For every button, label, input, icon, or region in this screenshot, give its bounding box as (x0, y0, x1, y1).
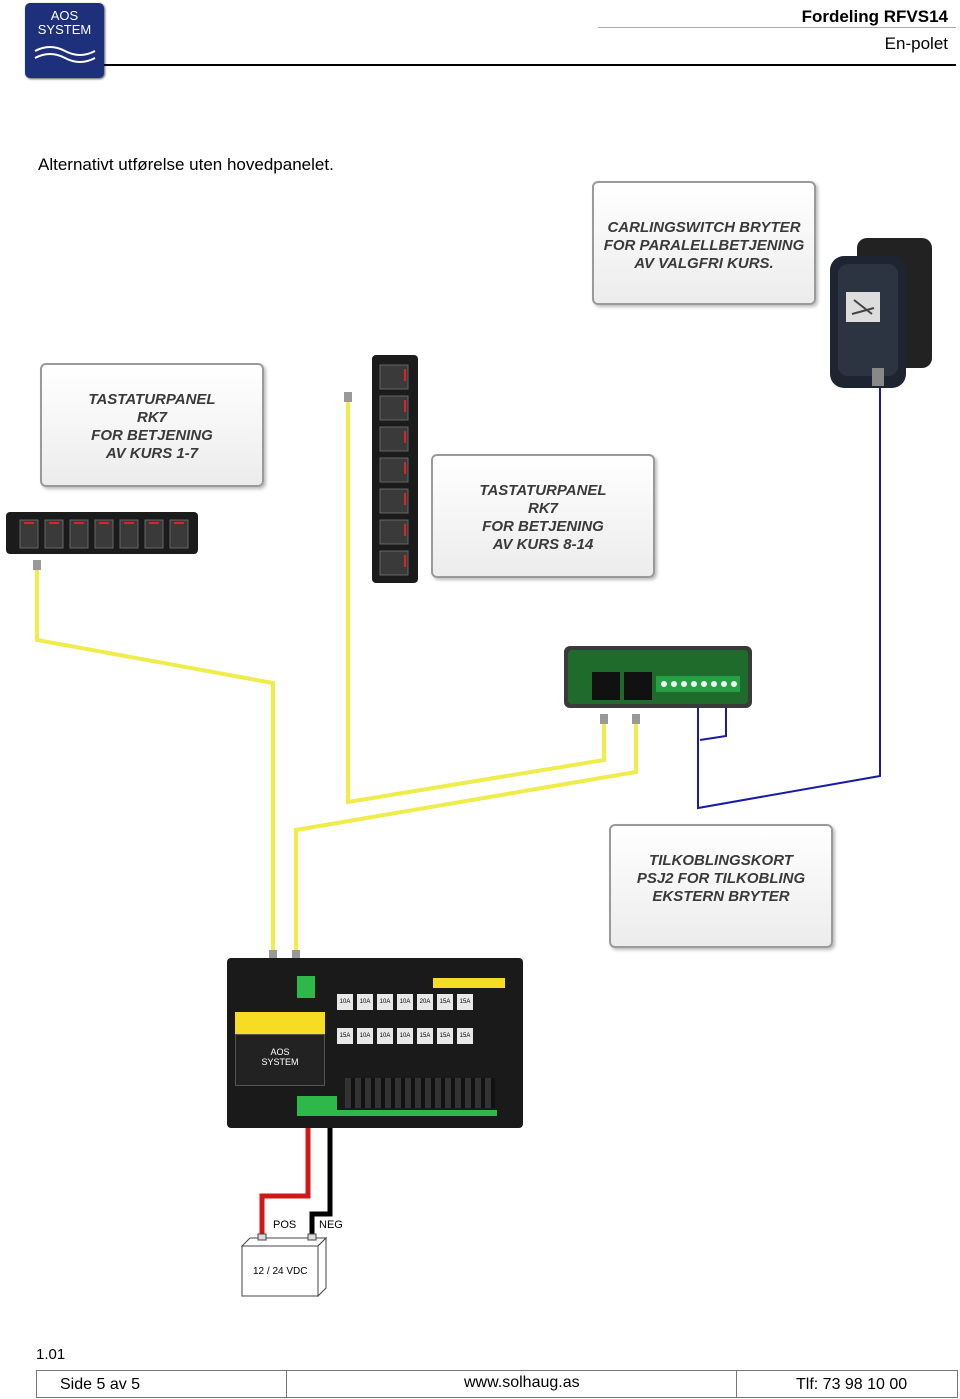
callout-carlingswitch: CARLINGSWITCH BRYTER FOR PARALELLBETJENI… (592, 181, 816, 305)
wire-switch-a (697, 382, 881, 810)
callout-line: FOR PARALELLBETJENING (603, 237, 805, 254)
callout-line: TASTATURPANEL (88, 391, 216, 408)
intro-text: Alternativt utførelse uten hovedpanelet. (38, 155, 334, 174)
version-number: 1.01 (36, 1346, 66, 1363)
keypad-panel-vertical (372, 355, 418, 583)
fuse: 20A (417, 994, 433, 1010)
document-subtitle: En-polet (884, 34, 948, 53)
plug-box-a (269, 950, 277, 960)
neg-label: NEG (319, 1219, 343, 1231)
cable-panel2-to-psj2 (346, 398, 606, 805)
cable-panel1-to-box (35, 568, 275, 955)
wave-icon (34, 46, 95, 63)
callout-line: AV KURS 8-14 (492, 536, 594, 553)
plug-psj2-a (600, 714, 608, 724)
carling-switch-image (830, 238, 932, 388)
header-rule (104, 64, 956, 66)
warning-label (433, 978, 505, 988)
terminal-strip-green (337, 1110, 497, 1116)
plug-box-b (292, 950, 300, 960)
wire-negative (309, 1118, 333, 1238)
fuse: 10A (397, 994, 413, 1010)
callout-line: FOR BETJENING (91, 427, 213, 444)
callout-line: RK7 (136, 409, 167, 426)
cable-psj2-to-box (294, 720, 638, 955)
callout-panel-1-7: TASTATURPANEL RK7 FOR BETJENING AV KURS … (40, 363, 264, 487)
battery (240, 1233, 328, 1298)
distribution-box: AOS SYSTEM 10A 10A 10A 10A 20A 15A 15A 1… (227, 958, 523, 1128)
page-number: Side 5 av 5 (60, 1376, 141, 1393)
footer-divider (286, 1370, 287, 1398)
callout-line: AV KURS 1-7 (105, 445, 199, 462)
fuse: 15A (337, 1028, 353, 1044)
fuse: 15A (437, 1028, 453, 1044)
callout-line: TILKOBLINGSKORT (649, 852, 793, 869)
keypad-panel-horizontal (6, 512, 198, 554)
callout-line: FOR BETJENING (482, 518, 604, 535)
fuse: 10A (377, 994, 393, 1010)
fuse: 15A (417, 1028, 433, 1044)
aos-system-logo: AOS SYSTEM (25, 3, 104, 78)
callout-line: TASTATURPANEL (479, 482, 607, 499)
callout-line: AV VALGFRI KURS. (634, 255, 774, 272)
fuse-row-1: 10A 10A 10A 10A 20A 15A 15A (337, 994, 473, 1010)
terminal-block (297, 976, 315, 998)
callout-line: PSJ2 FOR TILKOBLING (636, 870, 806, 887)
callout-panel-8-14: TASTATURPANEL RK7 FOR BETJENING AV KURS … (431, 454, 655, 578)
power-terminal (297, 1096, 337, 1116)
fuse-row-2: 15A 10A 10A 10A 15A 15A 15A (337, 1028, 473, 1044)
fuse: 15A (437, 994, 453, 1010)
fuse: 10A (397, 1028, 413, 1044)
wire-positive (259, 1118, 311, 1238)
fuse: 10A (337, 994, 353, 1010)
logo-text-line2: SYSTEM (37, 22, 92, 37)
document-title: Fordeling RFVS14 (801, 7, 948, 26)
brand-plate: AOS SYSTEM (235, 1034, 325, 1086)
fuse: 10A (377, 1028, 393, 1044)
footer-frame (36, 1370, 958, 1398)
fuse: 10A (357, 1028, 373, 1044)
callout-line: EKSTERN BRYTER (652, 888, 790, 905)
box-brand-line1: AOS (270, 1047, 290, 1057)
fuse: 15A (457, 1028, 473, 1044)
phone-number: Tlf: 73 98 10 00 (796, 1376, 908, 1393)
plug-panel1 (33, 560, 41, 570)
plug-psj2-b (632, 714, 640, 724)
footer-divider (736, 1370, 737, 1398)
header-rule-top (598, 27, 956, 28)
voltage-label: 12 / 24 VDC (253, 1266, 308, 1277)
callout-psj2: TILKOBLINGSKORT PSJ2 FOR TILKOBLING EKST… (609, 824, 833, 948)
logo-text-line1: AOS (50, 8, 79, 23)
terminal-strip (345, 1078, 495, 1108)
plug-panel2 (344, 392, 352, 402)
callout-line: CARLINGSWITCH BRYTER (607, 219, 801, 236)
box-brand-line2: SYSTEM (261, 1057, 299, 1067)
psj2-board (564, 646, 752, 708)
warning-label (235, 1012, 325, 1034)
website-link[interactable]: www.solhaug.as (464, 1374, 580, 1391)
callout-line: RK7 (527, 500, 558, 517)
pos-label: POS (273, 1219, 297, 1231)
fuse: 10A (357, 994, 373, 1010)
fuse: 15A (457, 994, 473, 1010)
